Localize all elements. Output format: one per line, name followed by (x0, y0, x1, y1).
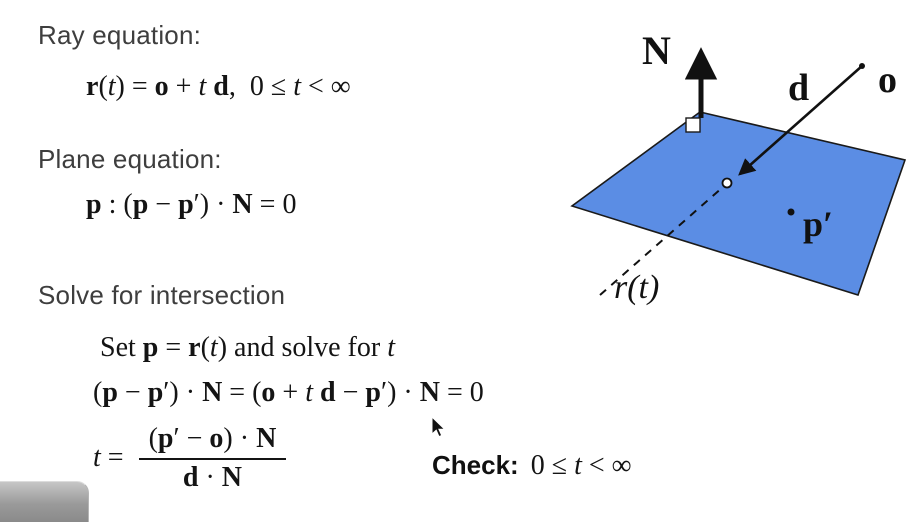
math-token: d (182, 461, 199, 493)
direction-vector-arrow (738, 65, 863, 176)
math-token: − (335, 377, 366, 408)
intersection-point (721, 177, 733, 189)
math-token: : ( (101, 189, 133, 220)
p-prime-point (787, 208, 795, 216)
math-token: o (154, 71, 169, 102)
math-token: ′) · (380, 377, 420, 408)
fraction-denominator: d · N (138, 457, 287, 494)
set-equation-line: Set p = r(t) and solve for t (100, 332, 395, 364)
math-token: − (148, 189, 179, 220)
ray-equation: r(t) = o + t d, 0 ≤ t < ∞ (86, 71, 351, 103)
math-token: = 0 (252, 189, 297, 220)
t-equals: t = (93, 442, 131, 474)
plane-equation-heading: Plane equation: (38, 144, 222, 174)
check-label: Check: (432, 450, 519, 480)
math-token: ′ − (173, 423, 210, 454)
ray-equation-heading: Ray equation: (38, 20, 202, 50)
math-token: + (275, 377, 306, 408)
math-token: t (198, 71, 207, 102)
math-token: t (209, 332, 218, 363)
math-token: < ∞ (581, 450, 632, 481)
math-token: p (142, 332, 159, 363)
math-token: p (147, 377, 164, 408)
math-token: N (202, 377, 223, 408)
math-token: 0 ≤ (530, 450, 575, 481)
ray-plane-diagram: N r(t) d o p′ (570, 28, 907, 306)
math-token: o (209, 423, 224, 454)
math-token (313, 377, 320, 408)
math-token: p (178, 189, 194, 220)
right-angle-marker (685, 117, 701, 133)
math-token: p (102, 377, 118, 408)
math-token: d (320, 377, 336, 408)
math-token: ( (93, 377, 103, 408)
math-token: = ( (222, 377, 262, 408)
math-token: + (168, 71, 199, 102)
math-token: ) = (115, 71, 155, 102)
video-overlay-corner (0, 481, 89, 522)
math-token: t (107, 71, 116, 102)
math-token: = (100, 442, 131, 474)
math-token: p (157, 423, 174, 454)
plane-equation: p : (p − p′) · N = 0 (86, 189, 297, 221)
origin-label: o (878, 59, 897, 101)
math-token: · (198, 461, 222, 493)
math-token: p (132, 189, 149, 220)
t-solution-equation: t = (p′ − o) · N d · N (93, 423, 287, 494)
math-token: ′) · (193, 189, 233, 220)
math-token: , 0 ≤ (228, 71, 294, 102)
math-token: = (158, 332, 189, 363)
math-token: p (365, 377, 381, 408)
math-token: t (93, 442, 101, 474)
math-token: = 0 (439, 377, 484, 408)
math-token: < ∞ (300, 71, 351, 102)
math-token: r (188, 332, 201, 363)
fraction: (p′ − o) · N d · N (138, 423, 287, 494)
ray-label: r(t) (614, 269, 659, 306)
math-token: ) and solve for (217, 332, 388, 363)
math-token: r (86, 71, 99, 102)
p-prime-label: p′ (803, 204, 833, 244)
expanded-equation-line: (p − p′) · N = (o + t d − p′) · N = 0 (93, 377, 484, 409)
ray-dashed-line (599, 186, 724, 296)
math-token: o (261, 377, 276, 408)
math-token: ( (148, 423, 158, 454)
math-token: ′) · (163, 377, 203, 408)
math-token: N (232, 189, 253, 220)
math-token: d (213, 71, 229, 102)
mouse-cursor (431, 416, 446, 438)
check-expression: 0 ≤ t < ∞ (530, 450, 632, 482)
normal-vector-label: N (642, 28, 671, 73)
math-token: ( (98, 71, 108, 102)
fraction-numerator: (p′ − o) · N (139, 423, 287, 458)
math-token: t (574, 450, 582, 481)
solve-heading: Solve for intersection (38, 280, 286, 310)
math-token: p (86, 189, 102, 220)
math-token: t (293, 71, 301, 102)
math-token: ) · (223, 423, 257, 454)
origin-point (859, 63, 865, 69)
check-row: Check: 0 ≤ t < ∞ (432, 450, 632, 482)
math-token: Set (100, 332, 143, 363)
math-token: − (117, 377, 148, 408)
plane-surface (570, 111, 907, 296)
math-token: t (305, 377, 313, 408)
math-token: t (387, 332, 395, 363)
math-token: N (221, 461, 242, 493)
math-token: ( (200, 332, 210, 363)
math-token: N (256, 423, 277, 454)
math-token: N (419, 377, 440, 408)
direction-vector-label: d (788, 67, 809, 109)
